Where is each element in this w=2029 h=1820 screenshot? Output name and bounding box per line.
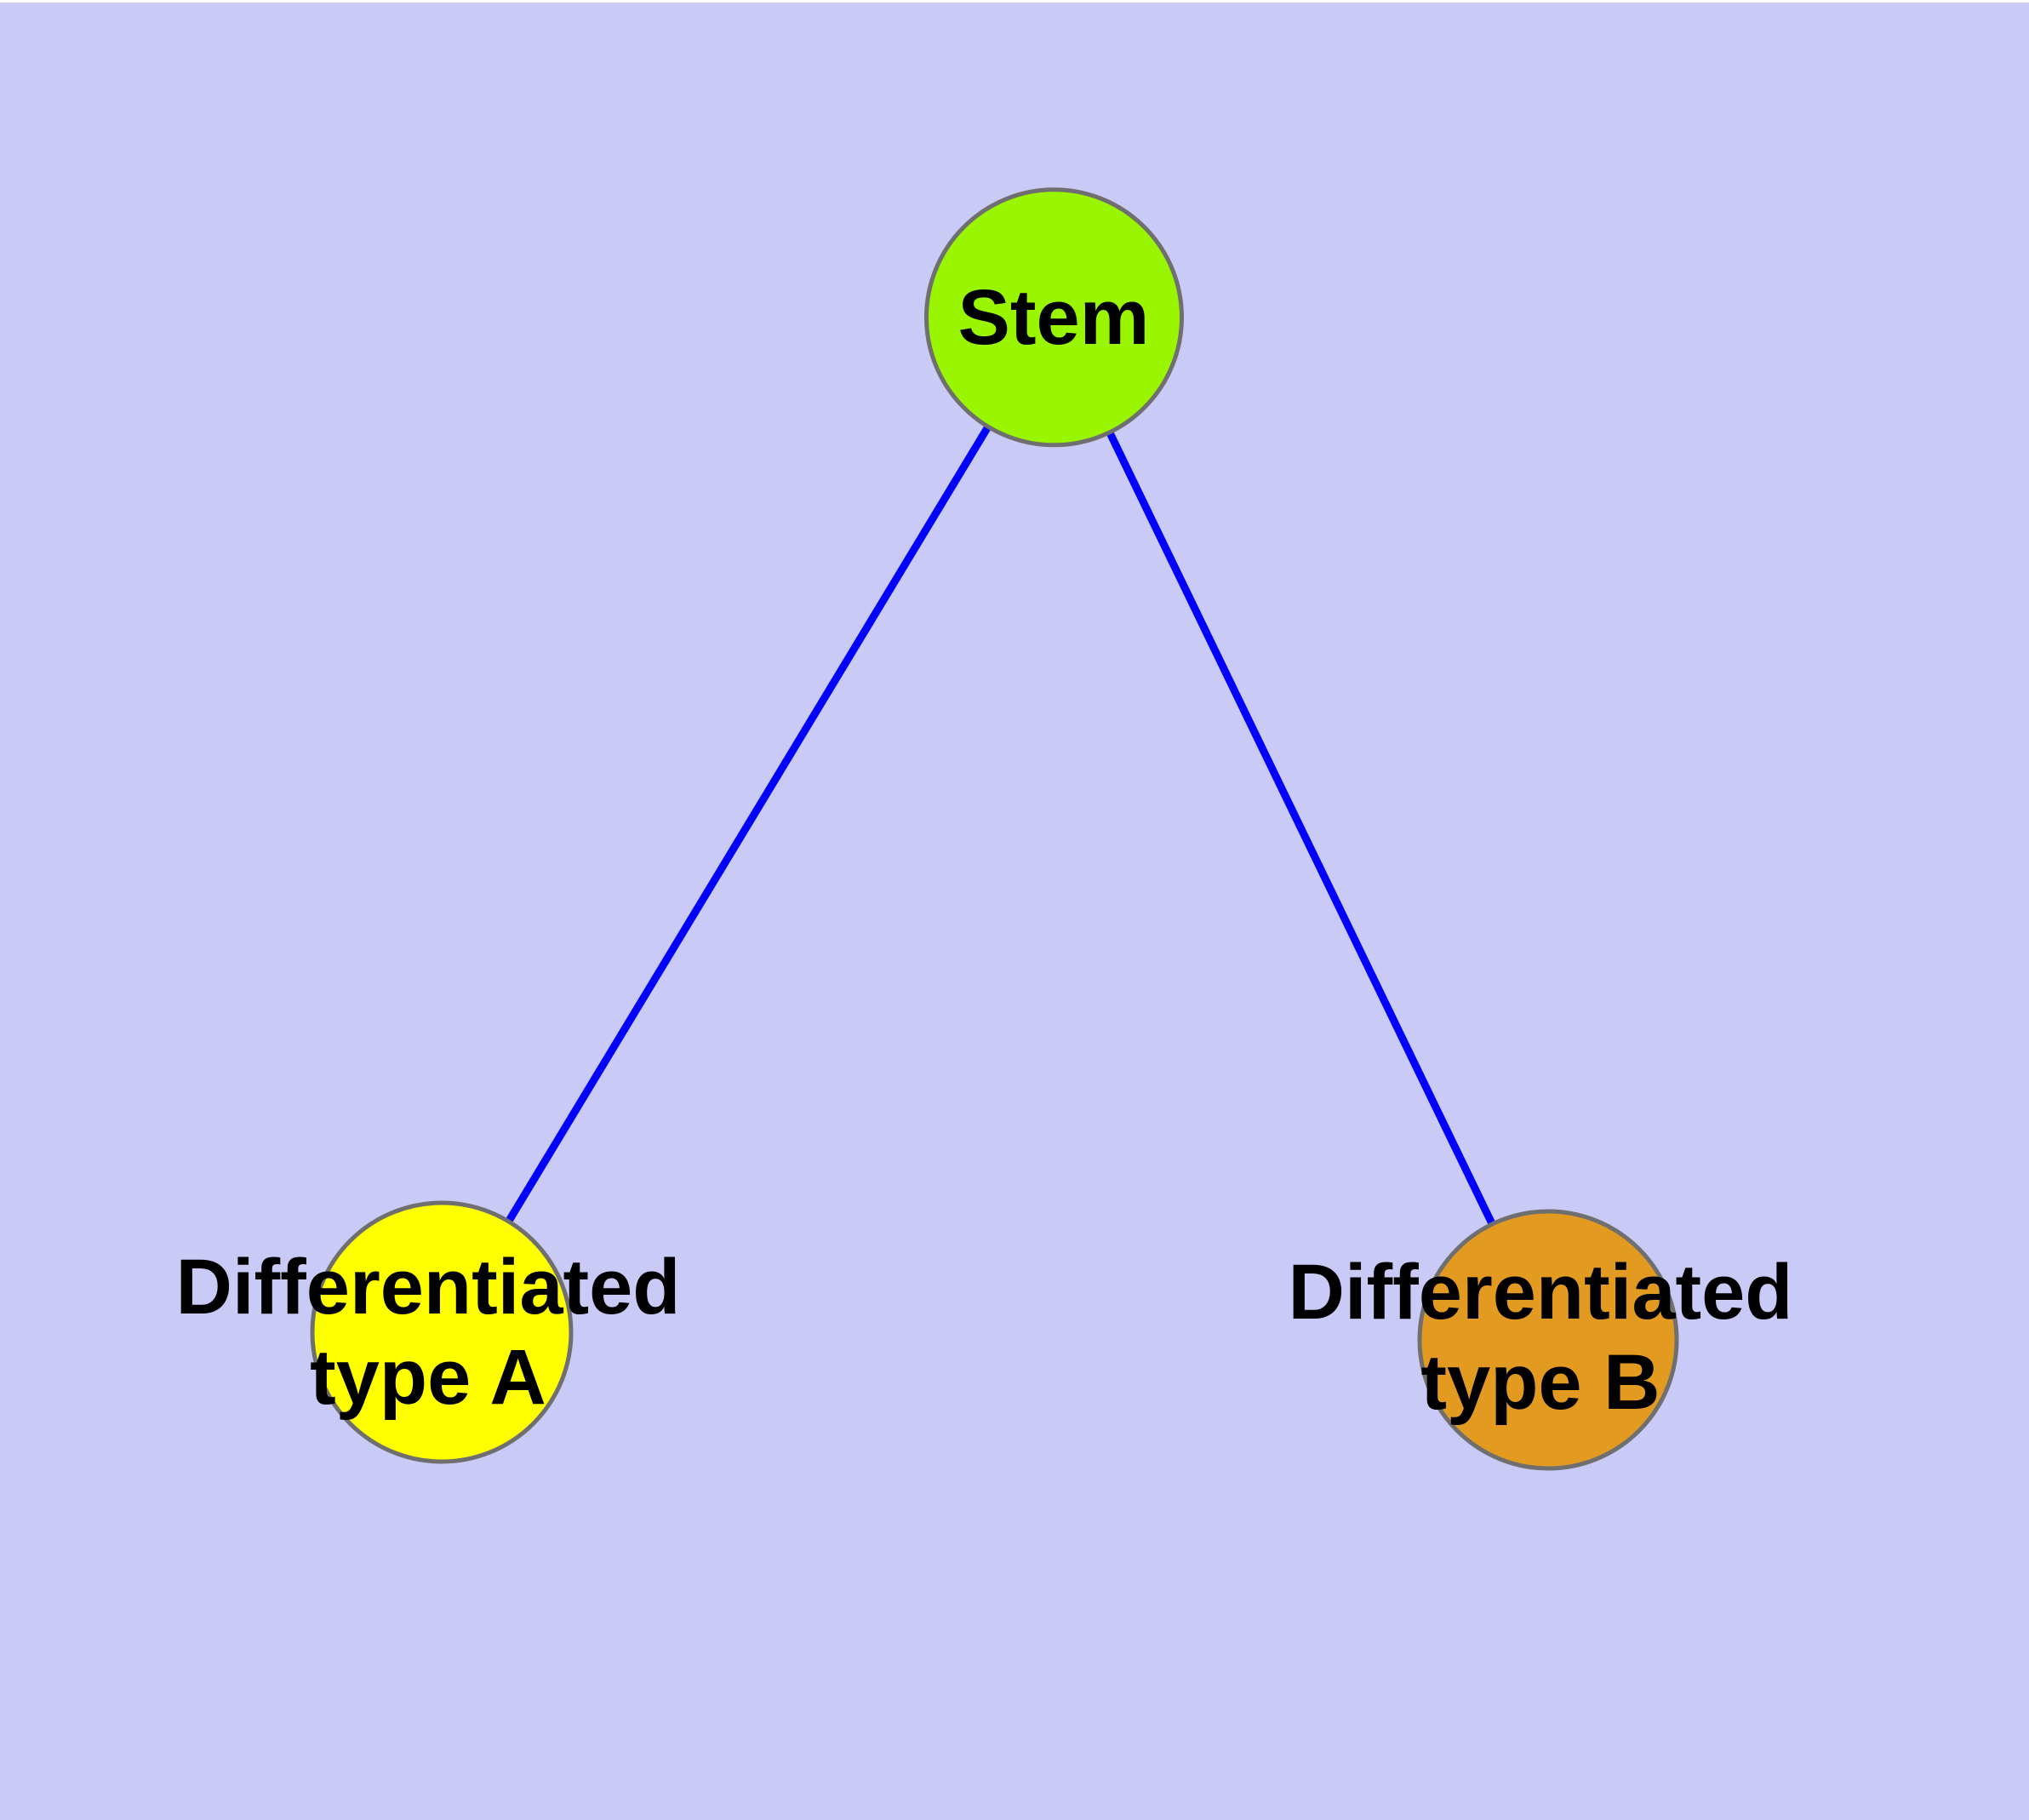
type-a-node-label: Differentiated type A	[176, 1243, 681, 1423]
type-a-label-line-2: type A	[310, 1334, 546, 1421]
type-b-node-circle	[1417, 1209, 1679, 1471]
type-a-node-circle	[310, 1200, 574, 1464]
type-a-label-line-1: Differentiated	[175, 1244, 681, 1331]
edge-stem-to-type-b	[1050, 315, 1552, 1342]
type-b-node-label: Differentiated type B	[1289, 1248, 1793, 1428]
stem-node-circle	[924, 187, 1184, 448]
edge-stem-to-type-a	[438, 315, 1058, 1335]
type-b-label-line-2: type B	[1420, 1339, 1660, 1426]
type-b-label-line-1: Differentiated	[1288, 1249, 1793, 1336]
top-edge-strip	[0, 0, 2029, 3]
stem-node-label: Stem	[957, 274, 1150, 362]
